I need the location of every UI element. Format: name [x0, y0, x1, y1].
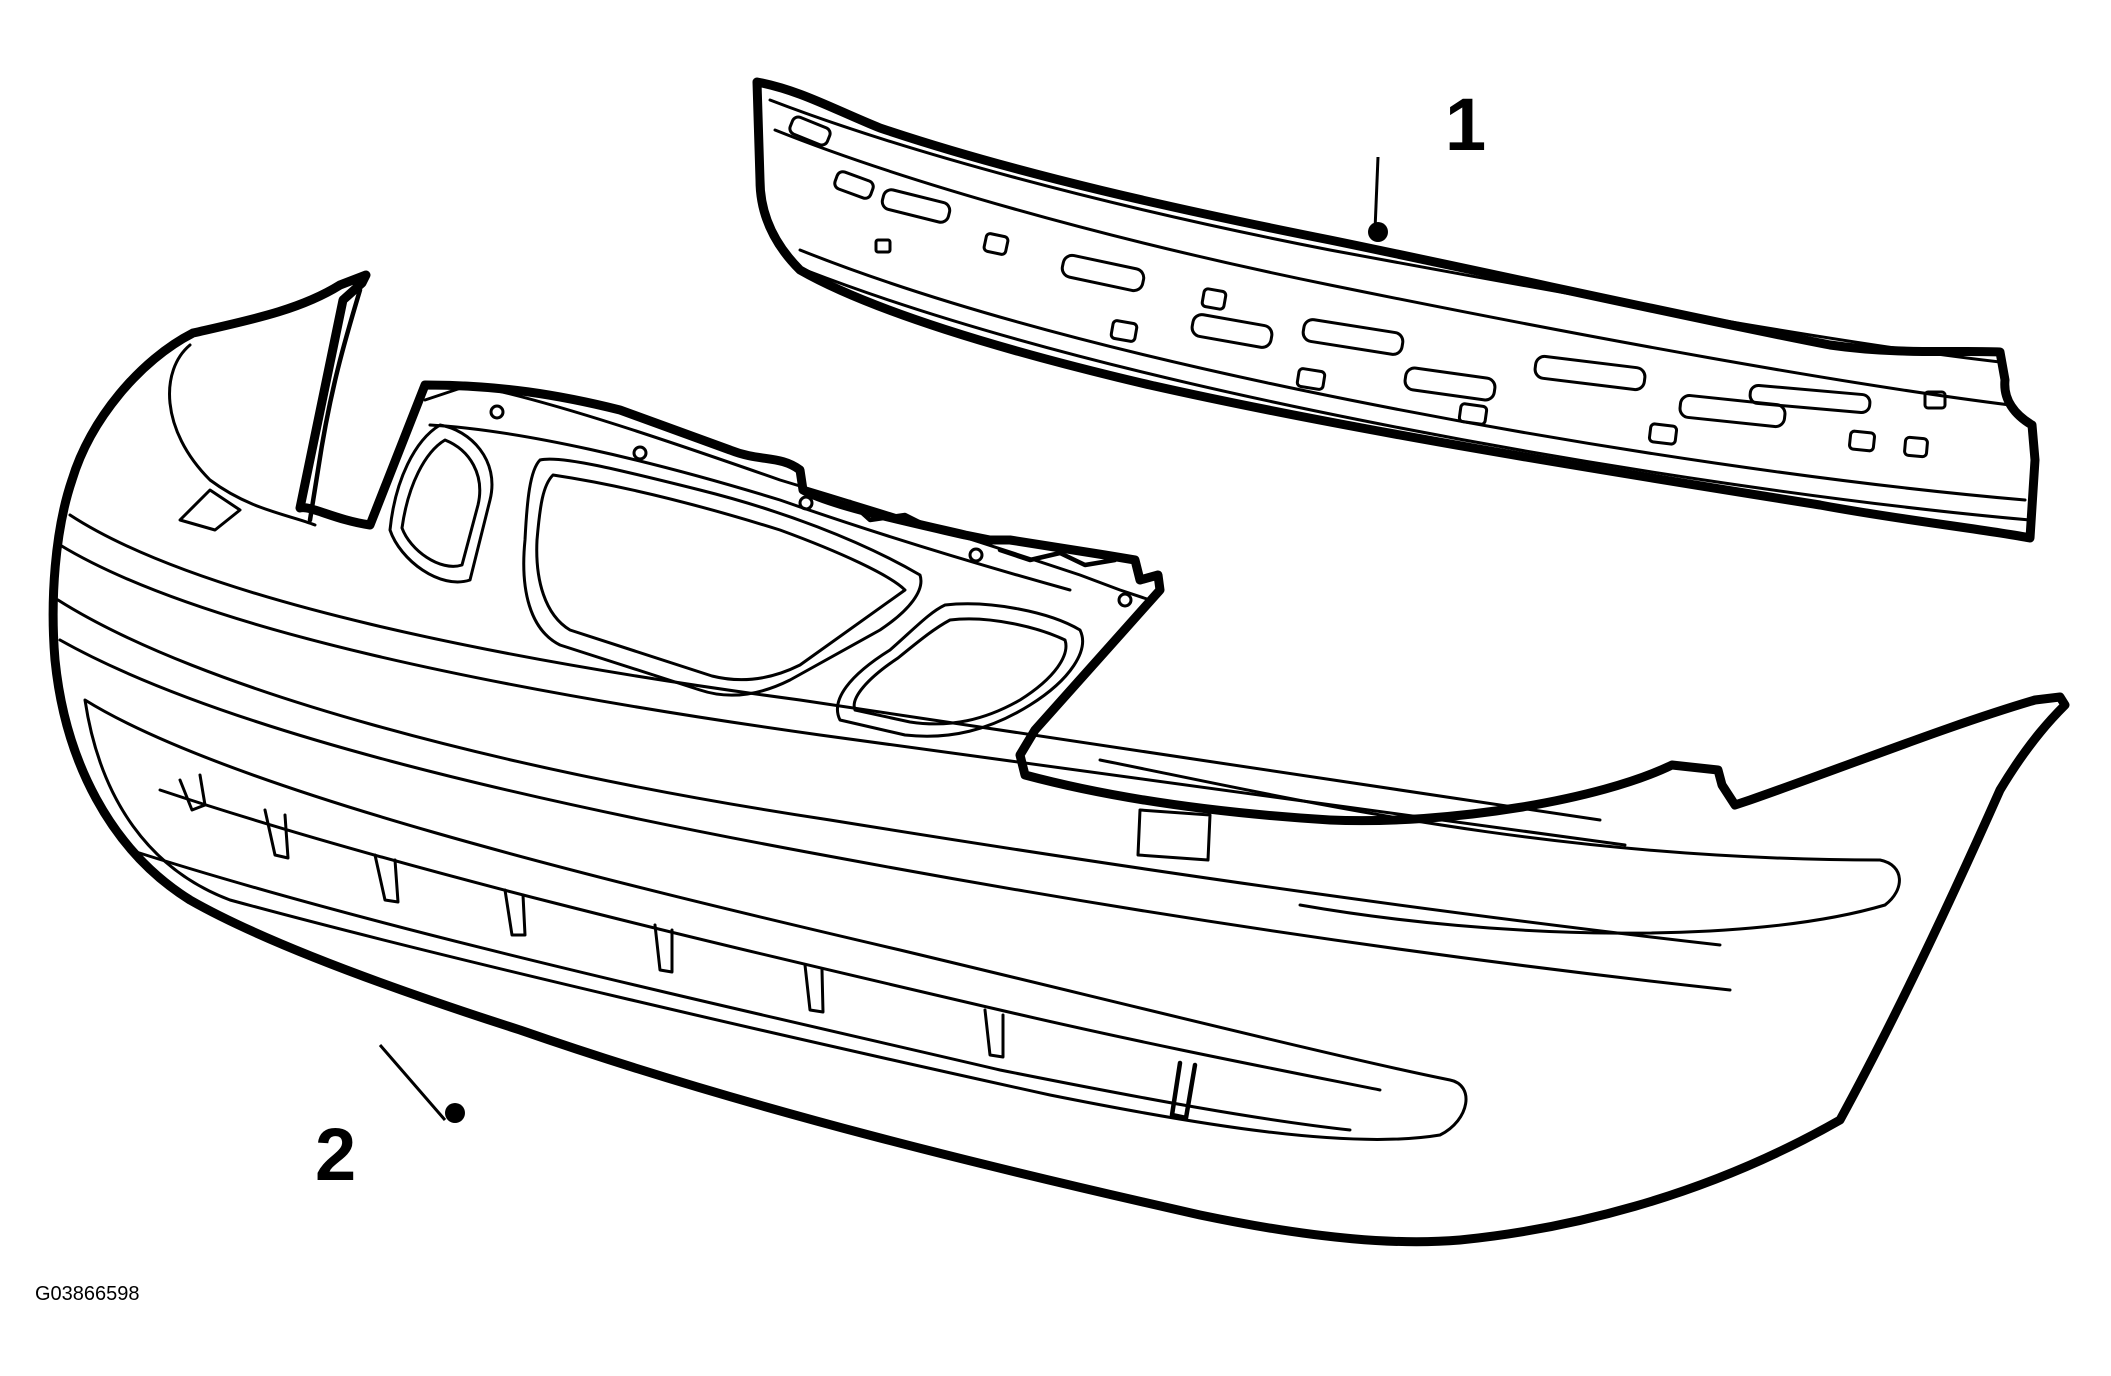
part-2-bumper-fascia [48, 270, 2070, 1247]
callout-1-leader [1373, 156, 1380, 231]
impact-bar-slots [788, 115, 1947, 459]
callout-1-label: 1 [1445, 83, 1486, 166]
grille-frame [388, 383, 1152, 738]
callout-1-dot [1368, 222, 1388, 242]
intake-fins [178, 773, 1198, 1121]
part-1-impact-bar [752, 77, 2040, 543]
figure-id: G03866598 [35, 1283, 140, 1305]
callout-1: 1 [1368, 83, 1486, 242]
callout-2-dot [445, 1103, 465, 1123]
callout-2: 2 [315, 1044, 465, 1196]
callout-2-leader [378, 1044, 447, 1121]
callout-2-label: 2 [315, 1113, 356, 1196]
